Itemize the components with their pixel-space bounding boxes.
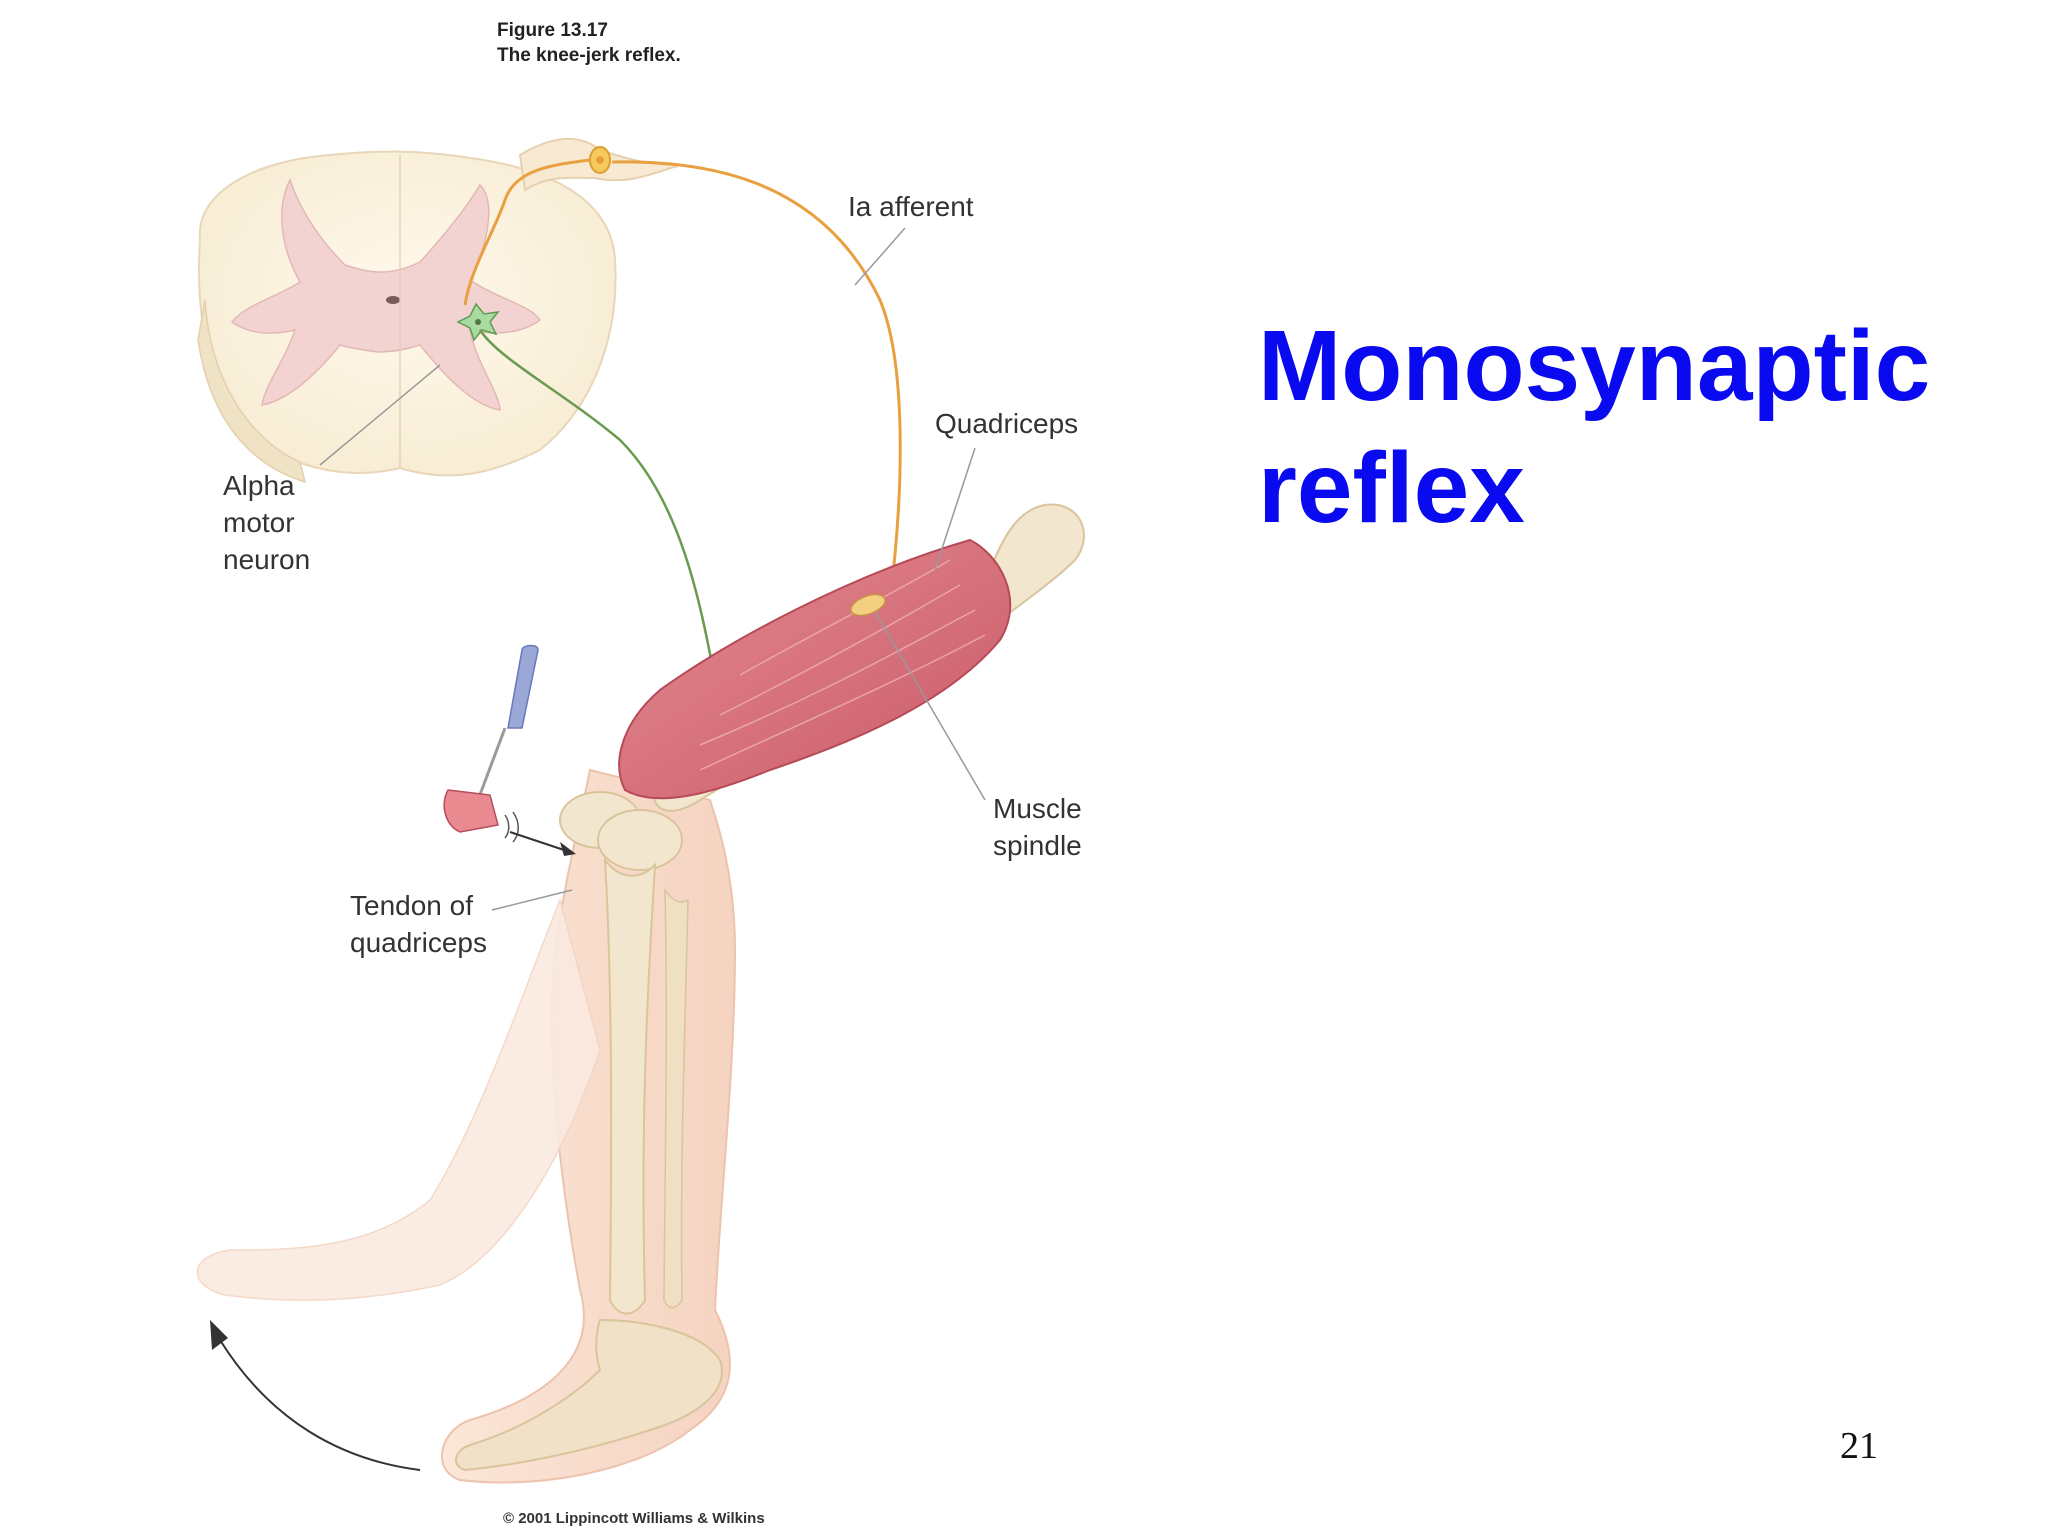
knee-jerk-reflex-diagram (196, 137, 1085, 1484)
dorsal-root-ganglion (518, 137, 681, 192)
spinal-cord (197, 150, 617, 484)
label-spindle-line: spindle (993, 830, 1082, 861)
reflex-hammer (443, 644, 539, 843)
label-muscle-spindle: Muscle spindle (993, 790, 1082, 864)
ia-afferent-nerve (611, 160, 902, 601)
leg (196, 768, 737, 1484)
slide-title-line-2: reflex (1258, 432, 1525, 544)
kick-arrow (210, 1320, 421, 1471)
label-alpha-line: Alpha (223, 470, 295, 501)
tap-arrow (509, 831, 576, 856)
motor-efferent-nerve (478, 329, 717, 681)
label-quadriceps: Quadriceps (935, 408, 1079, 439)
label-ia-afferent: Ia afferent (848, 191, 974, 222)
label-muscle-line: Muscle (993, 793, 1082, 824)
alpha-motor-neuron-cell (456, 302, 500, 342)
muscle-spindle (850, 593, 886, 617)
label-motor-line: motor (223, 507, 295, 538)
label-tendon-line: Tendon of (350, 890, 473, 921)
copyright-notice: © 2001 Lippincott Williams & Wilkins (503, 1510, 765, 1527)
label-quadriceps-line: quadriceps (350, 927, 487, 958)
label-tendon-of-quadriceps: Tendon of quadriceps (350, 887, 487, 961)
figure-title: The knee-jerk reflex. (497, 45, 681, 66)
slide-title: Monosynaptic reflex (1258, 305, 1930, 549)
page-number: 21 (1840, 1425, 1878, 1467)
label-alpha-motor-neuron: Alpha motor neuron (223, 467, 310, 578)
label-neuron-line: neuron (223, 544, 311, 575)
slide-title-line-1: Monosynaptic (1258, 310, 1931, 422)
figure-caption: Figure 13.17 The knee-jerk reflex. (497, 18, 681, 68)
figure-number: Figure 13.17 (497, 20, 608, 41)
quadriceps-muscle (618, 538, 1012, 800)
leader-lines (319, 227, 986, 911)
